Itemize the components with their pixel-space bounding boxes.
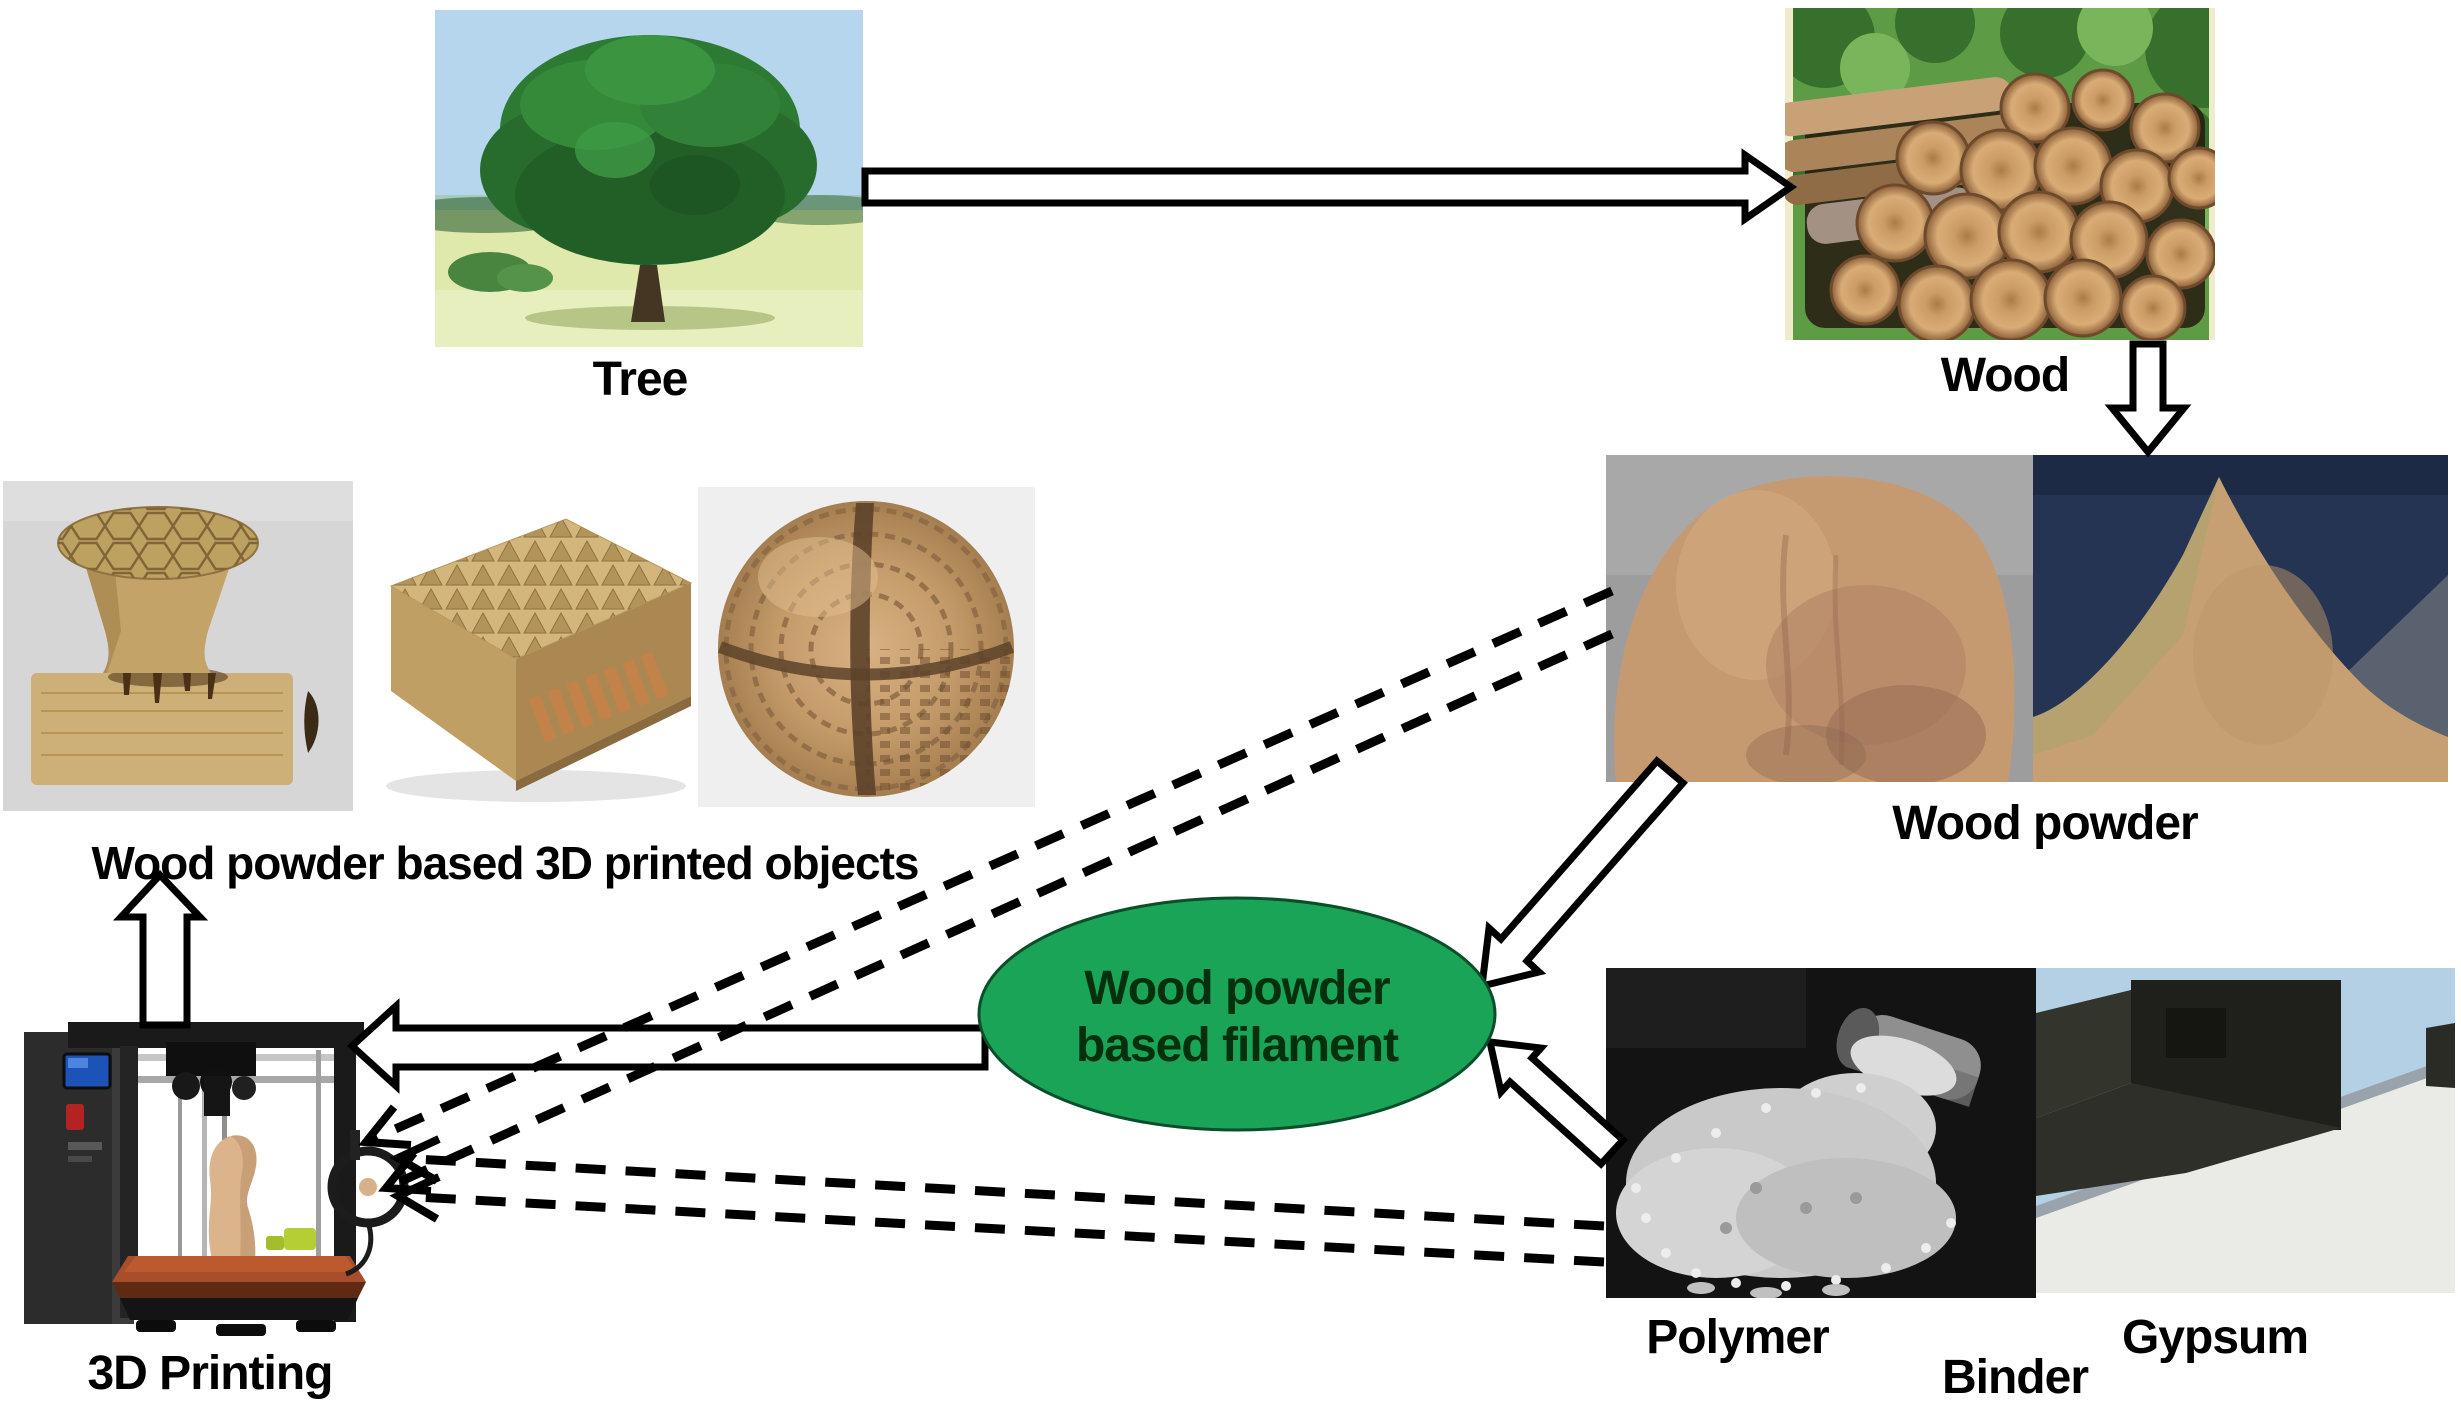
arrow-polymer-to-filament — [1485, 1037, 1628, 1169]
filament-node — [977, 896, 1497, 1132]
gypsum-photo — [2036, 968, 2455, 1293]
filament-label-line2: based filament — [1075, 1019, 1399, 1072]
gypsum-label: Gypsum — [2121, 1311, 2309, 1364]
printed-object-1-photo — [3, 481, 353, 811]
arrow-printer-to-objects — [112, 869, 209, 1029]
filament-node-ellipse — [977, 896, 1497, 1132]
arrow-wood-powder-to-filament — [1477, 756, 1688, 991]
dashed-arrow-polymer-to-printer-2 — [389, 1173, 1605, 1267]
tree-photo — [435, 10, 863, 347]
printing-label: 3D Printing — [87, 1347, 333, 1400]
printed-object-3-photo — [698, 487, 1035, 807]
arrow-tree-to-wood — [861, 148, 1798, 226]
tree-label: Tree — [592, 353, 689, 406]
filament-node-label: Wood powder based filament — [975, 894, 1499, 1134]
printed-objects-label: Wood powder based 3D printed objects — [91, 837, 919, 889]
wood-label: Wood — [1940, 349, 2070, 402]
polymer-label: Polymer — [1646, 1311, 1829, 1364]
binder-label: Binder — [1941, 1351, 2089, 1403]
wood-powder-photo — [1606, 455, 2033, 782]
wood-powder-label: Wood powder — [1892, 797, 2198, 850]
polymer-photo — [1606, 968, 2036, 1298]
printer-photo — [16, 1022, 461, 1337]
sawdust-photo — [2033, 455, 2448, 782]
dashed-arrow-polymer-to-printer-1 — [389, 1135, 1605, 1231]
printed-object-2-photo — [366, 491, 705, 814]
wood-photo — [1785, 8, 2215, 340]
filament-label-line1: Wood powder — [1084, 962, 1390, 1015]
